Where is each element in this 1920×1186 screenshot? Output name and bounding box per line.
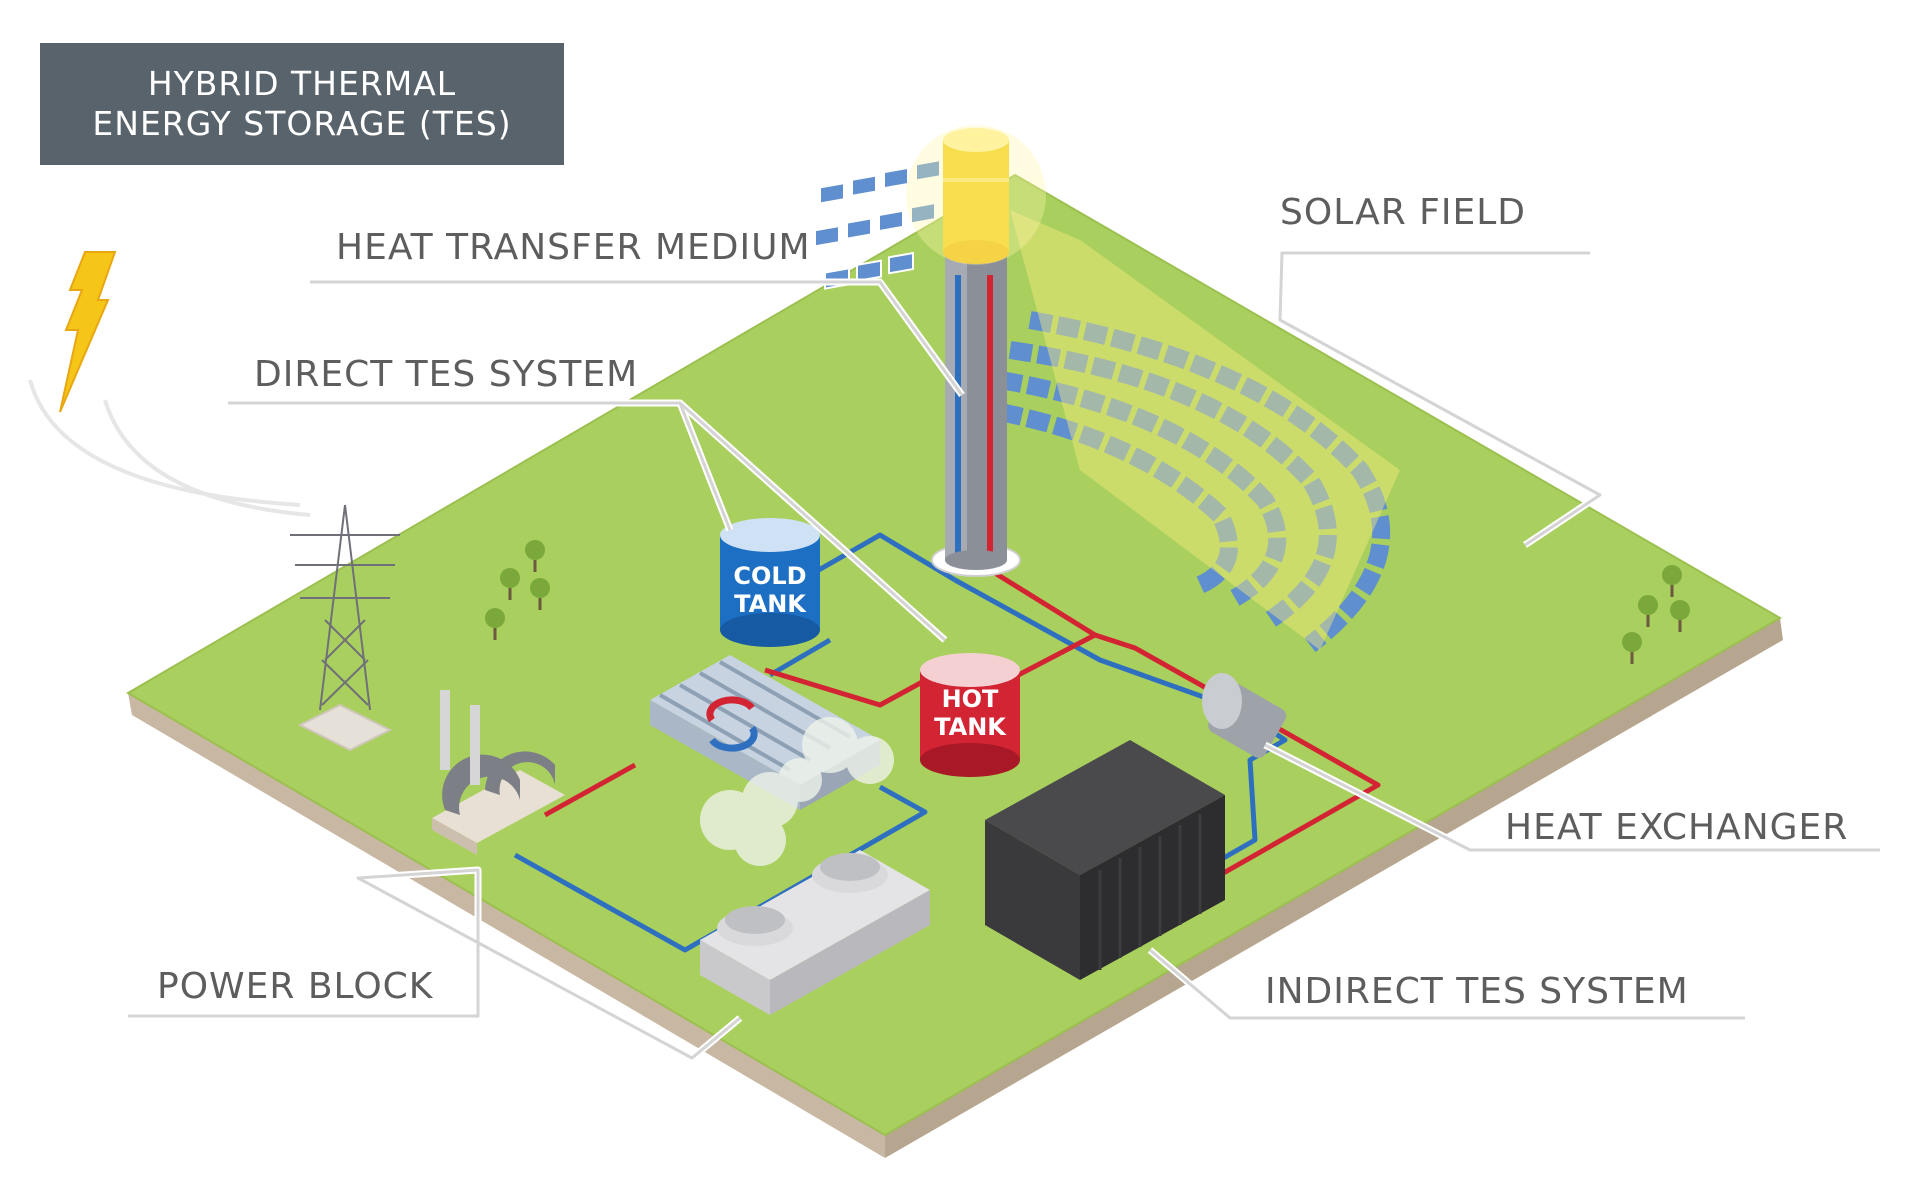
solar-field-arc	[998, 311, 1391, 653]
indirect-storage-block	[985, 740, 1225, 980]
label-direct-tes-system: DIRECT TES SYSTEM	[254, 354, 639, 395]
ground-side-right	[885, 618, 1783, 1158]
heat-exchanger-unit	[1202, 673, 1287, 758]
solar-reflection-beam	[1010, 210, 1400, 650]
cold-tank-line-1: COLD	[733, 562, 807, 590]
leader-lines	[128, 249, 1880, 1062]
diagram-title: HYBRID THERMAL ENERGY STORAGE (TES)	[40, 43, 564, 165]
steam-cloud	[700, 717, 894, 866]
power-line-arc	[103, 399, 311, 517]
cooling-tower-unit	[700, 850, 930, 1015]
solar-tower	[931, 250, 1021, 577]
hot-tank-line-1: HOT	[941, 685, 999, 713]
label-heat-transfer-medium: HEAT TRANSFER MEDIUM	[336, 227, 811, 268]
title-line-1: HYBRID THERMAL	[147, 64, 457, 103]
label-heat-exchanger: HEAT EXCHANGER	[1505, 807, 1849, 848]
cold-tank-label: COLD TANK	[720, 562, 820, 618]
transmission-tower-icon	[290, 504, 400, 752]
hot-tank-line-2: TANK	[934, 713, 1006, 741]
receiver-icon	[906, 125, 1046, 265]
lightning-bolt-icon	[59, 251, 117, 413]
label-power-block: POWER BLOCK	[157, 966, 434, 1007]
title-line-2: ENERGY STORAGE (TES)	[92, 104, 512, 143]
label-indirect-tes-system: INDIRECT TES SYSTEM	[1265, 971, 1689, 1012]
solar-field-panels	[814, 159, 941, 290]
ground-side-left	[128, 693, 885, 1158]
power-line-arc	[28, 379, 301, 507]
label-solar-field: SOLAR FIELD	[1280, 192, 1527, 233]
hot-tank	[920, 653, 1020, 777]
turbine-generator	[432, 690, 565, 855]
cold-tank	[720, 518, 820, 647]
heat-exchange-arrows-icon	[706, 696, 758, 752]
hot-tank-label: HOT TANK	[920, 685, 1020, 741]
cold-tank-line-2: TANK	[734, 590, 806, 618]
tree-icon	[485, 540, 1690, 664]
